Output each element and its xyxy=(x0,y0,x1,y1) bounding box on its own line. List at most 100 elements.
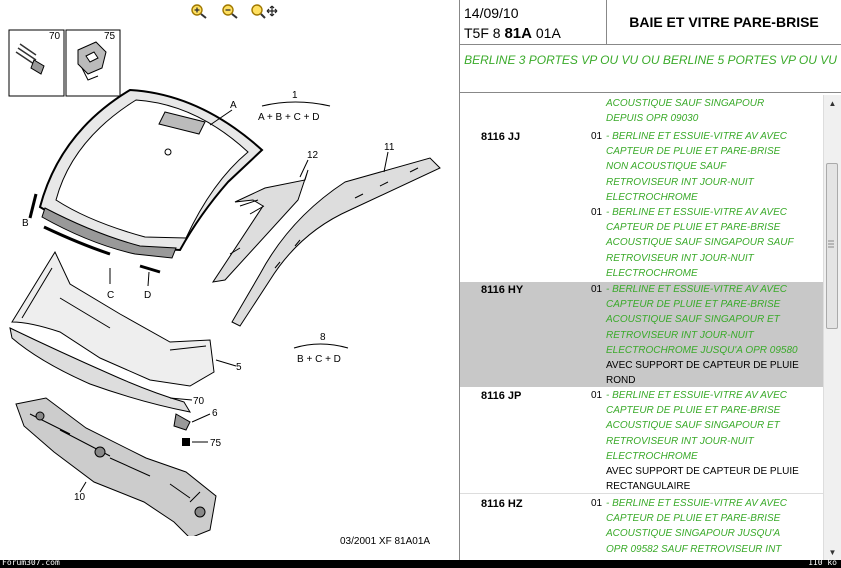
leader-5 xyxy=(215,359,237,367)
pillar-part-12[interactable] xyxy=(211,169,309,283)
pane-divider[interactable] xyxy=(459,0,460,560)
quantity: 01 xyxy=(591,498,603,509)
zoom-move-icon[interactable] xyxy=(250,3,278,19)
status-size: 110 ko xyxy=(808,558,837,567)
bracket-part-6[interactable] xyxy=(173,413,191,431)
desc-line: ACOUSTIQUE SAUF SINGAPOUR xyxy=(606,98,765,109)
label-5: 5 xyxy=(236,362,242,373)
list-scrollbar[interactable]: ▲ ▼ xyxy=(823,95,841,560)
row-description: ACOUSTIQUE SAUF SINGAPOUR DEPUIS OPR 090… xyxy=(606,96,823,126)
desc-line: ACOUSTIQUE SAUF SINGAPOUR ET xyxy=(606,420,780,432)
label-70b: 70 xyxy=(193,396,205,407)
brace-8 xyxy=(293,343,349,349)
status-site: Forum307.com xyxy=(2,558,60,567)
header-info: 14/09/10 T5F 8 81A 01A xyxy=(460,0,607,45)
cowl-part-5[interactable] xyxy=(11,250,215,387)
label-D: D xyxy=(144,290,151,301)
zoom-in-icon[interactable] xyxy=(190,3,208,19)
desc-line: ELECTROCHROME xyxy=(606,267,698,279)
label-A: A xyxy=(230,100,237,111)
desc-line-note: AVEC SUPPORT DE CAPTEUR DE PLUIE xyxy=(606,466,799,478)
scrollbar-thumb[interactable] xyxy=(826,163,838,329)
part-reference: 8116 JJ xyxy=(481,131,521,143)
row-description: - BERLINE ET ESSUIE-VITRE AV AVEC CAPTEU… xyxy=(606,496,823,557)
leader-11 xyxy=(383,151,389,173)
desc-line: DEPUIS OPR 09030 xyxy=(606,113,699,125)
desc-line-note: AVEC SUPPORT DE CAPTEUR DE PLUIE xyxy=(606,360,799,372)
leader-D xyxy=(147,271,150,287)
clip-part-75[interactable] xyxy=(182,438,190,446)
brace-1 xyxy=(261,101,331,107)
list-row-8116-jp[interactable]: 8116 JP 01 - BERLINE ET ESSUIE-VITRE AV … xyxy=(460,388,823,492)
label-10: 10 xyxy=(74,492,86,503)
diagram-caption: 03/2001 XF 81A01A xyxy=(340,536,431,547)
quantity: 01 xyxy=(591,284,603,295)
desc-line: ACOUSTIQUE SAUF SINGAPOUR ET xyxy=(606,314,780,326)
desc-line: CAPTEUR DE PLUIE ET PARE-BRISE xyxy=(606,299,781,311)
desc-line: ELECTROCHROME xyxy=(606,450,698,462)
desc-line-note: RECTANGULAIRE xyxy=(606,481,691,493)
grip-icon xyxy=(828,240,834,248)
desc-line: - BERLINE ET ESSUIE-VITRE AV AVEC xyxy=(606,207,787,218)
desc-line: CAPTEUR DE PLUIE ET PARE-BRISE xyxy=(606,513,781,525)
desc-line: NON ACOUSTIQUE SAUF xyxy=(606,161,727,173)
code-bold: 81A xyxy=(504,25,532,42)
scroll-down-icon[interactable]: ▼ xyxy=(828,547,837,557)
exploded-view-diagram[interactable]: 70 75 A 1 A + B + C + D 12 11 xyxy=(0,22,459,536)
header-date: 14/09/10 xyxy=(464,5,519,21)
code-suffix: 01A xyxy=(535,25,561,41)
leader-A xyxy=(209,109,233,126)
label-bcd: B + C + D xyxy=(297,354,341,365)
leader-70b xyxy=(169,397,193,401)
vehicle-subtitle: BERLINE 3 PORTES VP OU VU OU BERLINE 5 P… xyxy=(460,45,841,93)
label-75b: 75 xyxy=(210,438,222,449)
row-description: - BERLINE ET ESSUIE-VITRE AV AVEC CAPTEU… xyxy=(606,388,823,494)
desc-line: RETROVISEUR INT JOUR-NUIT xyxy=(606,176,754,188)
leader-12 xyxy=(299,159,309,178)
desc-line: - BERLINE ET ESSUIE-VITRE AV AVEC xyxy=(606,284,787,295)
label-6: 6 xyxy=(212,408,218,419)
page-title: BAIE ET VITRE PARE-BRISE xyxy=(607,0,841,45)
inset-box-70 xyxy=(8,29,65,97)
cross-member-part-8[interactable] xyxy=(9,327,192,413)
desc-line: ELECTROCHROME JUSQU'A OPR 09580 xyxy=(606,344,798,356)
seal-part-D[interactable] xyxy=(139,264,161,274)
desc-line-note: ROND xyxy=(606,375,636,387)
row-divider xyxy=(460,493,823,494)
quantity: 01 xyxy=(591,131,603,142)
row-description: - BERLINE ET ESSUIE-VITRE AV AVEC CAPTEU… xyxy=(606,129,823,205)
header-code: T5F 8 81A 01A xyxy=(464,25,561,42)
inset-box-75 xyxy=(65,29,121,97)
label-8: 8 xyxy=(320,332,326,343)
list-row[interactable]: ACOUSTIQUE SAUF SINGAPOUR DEPUIS OPR 090… xyxy=(460,95,823,129)
dashboard-crossbeam-part-10[interactable] xyxy=(15,397,217,536)
roof-rail-part-11[interactable] xyxy=(231,157,441,327)
seal-part-C[interactable] xyxy=(43,225,111,256)
desc-line: - BERLINE ET ESSUIE-VITRE AV AVEC xyxy=(606,498,787,509)
quantity: 01 xyxy=(591,207,603,218)
list-row-8116-hy[interactable]: 8116 HY 01 - BERLINE ET ESSUIE-VITRE AV … xyxy=(460,282,823,387)
label-B: B xyxy=(22,218,29,229)
scroll-up-icon[interactable]: ▲ xyxy=(828,98,837,108)
desc-line: ACOUSTIQUE SAUF SINGAPOUR SAUF xyxy=(606,237,794,249)
zoom-out-icon[interactable] xyxy=(221,3,239,19)
desc-line: RETROVISEUR INT JOUR-NUIT xyxy=(606,252,754,264)
parts-diagram-pane: 70 75 A 1 A + B + C + D 12 11 xyxy=(0,0,459,547)
label-11: 11 xyxy=(384,142,395,153)
desc-line: - BERLINE ET ESSUIE-VITRE AV AVEC xyxy=(606,390,787,401)
desc-line: RETROVISEUR INT JOUR-NUIT xyxy=(606,435,754,447)
desc-line: CAPTEUR DE PLUIE ET PARE-BRISE xyxy=(606,222,781,234)
list-row-8116-hz[interactable]: 8116 HZ 01 - BERLINE ET ESSUIE-VITRE AV … xyxy=(460,494,823,560)
part-reference: 8116 HZ xyxy=(481,498,523,510)
clip-icon xyxy=(77,41,107,81)
leader-10 xyxy=(79,481,87,493)
part-reference: 8116 HY xyxy=(481,284,524,296)
label-C: C xyxy=(107,290,114,301)
list-row-8116-jj[interactable]: 8116 JJ 01 - BERLINE ET ESSUIE-VITRE AV … xyxy=(460,129,823,281)
seal-part-B[interactable] xyxy=(28,193,38,219)
desc-line: OPR 09582 SAUF RETROVISEUR INT xyxy=(606,543,782,555)
row-description: - BERLINE ET ESSUIE-VITRE AV AVEC CAPTEU… xyxy=(606,205,823,281)
diagram-toolbar xyxy=(0,0,459,22)
leader-6 xyxy=(191,413,211,423)
windscreen-part[interactable] xyxy=(38,88,264,259)
